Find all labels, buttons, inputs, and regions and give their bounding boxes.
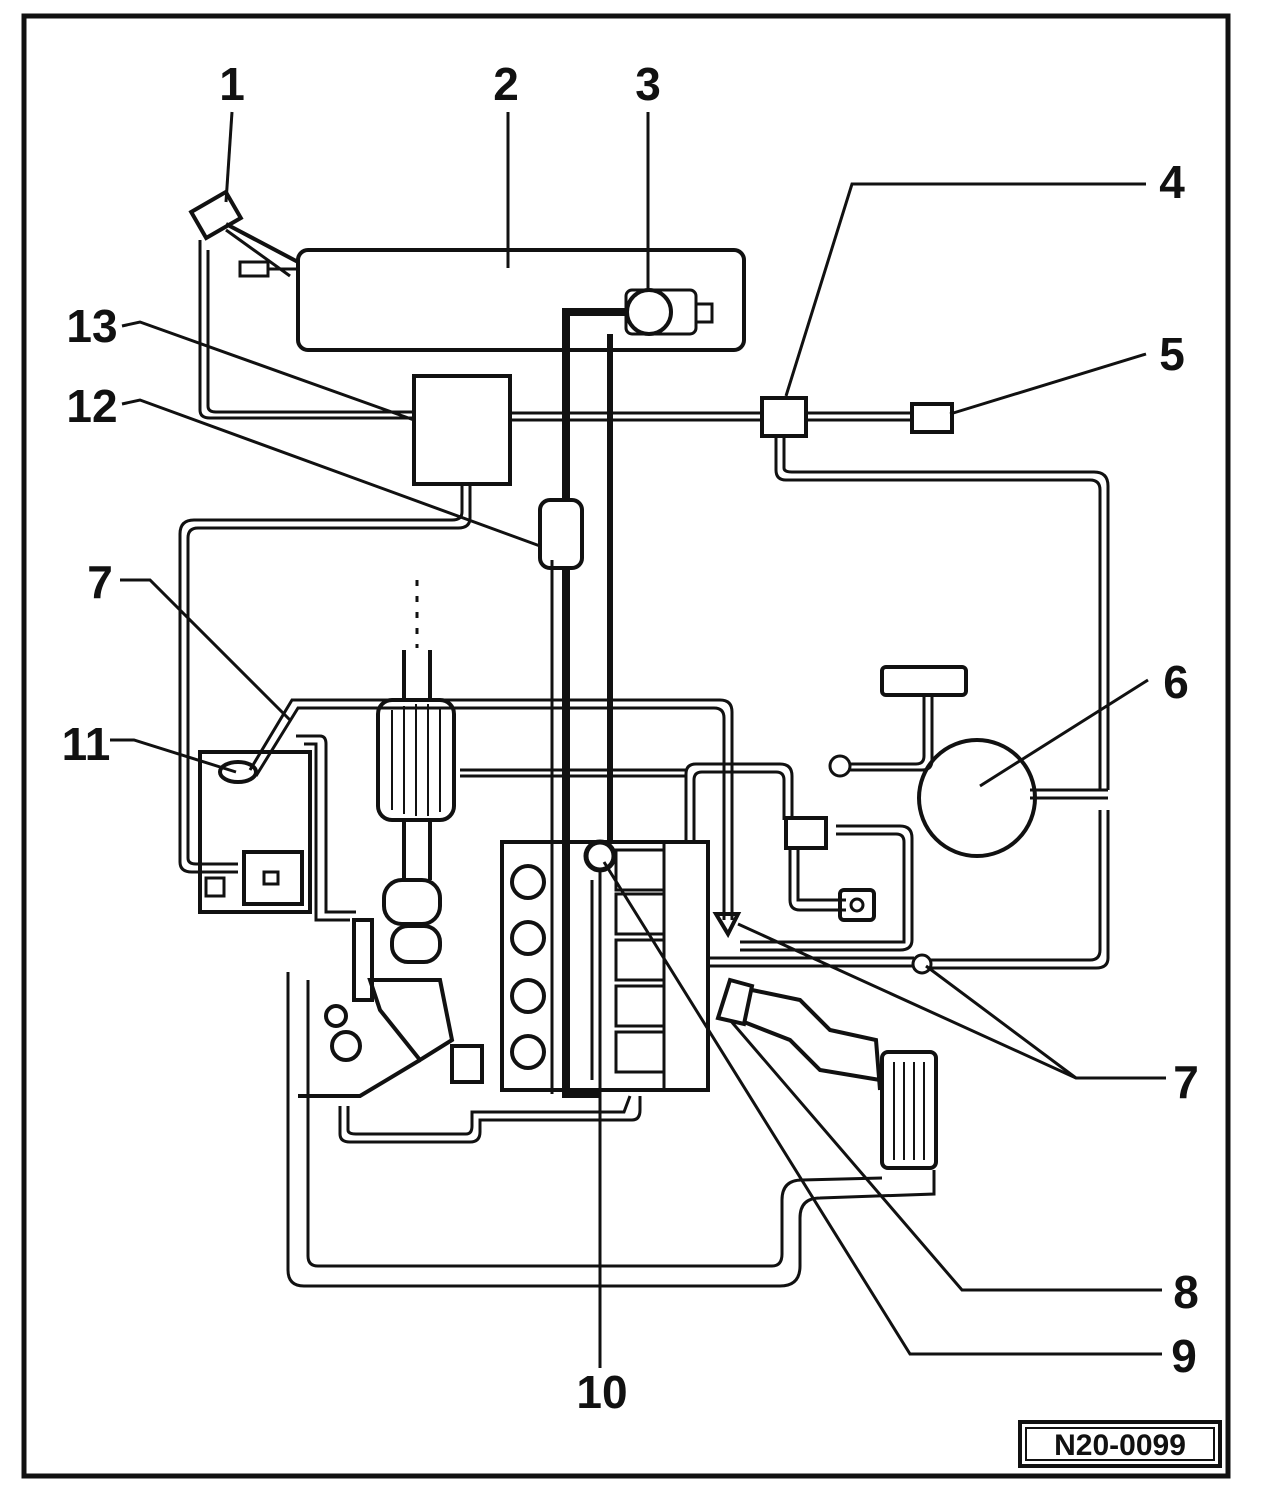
intake-hose-8 <box>715 977 882 1091</box>
callout-2: 2 <box>493 58 519 110</box>
callout-10: 10 <box>576 1366 627 1418</box>
callout-12: 12 <box>66 380 117 432</box>
control-unit-13 <box>412 374 512 486</box>
fitting-7-right-a <box>712 912 742 939</box>
figure-ref: N20-0099 <box>1054 1429 1186 1462</box>
callout-3: 3 <box>635 58 661 110</box>
cylinders <box>510 864 546 1070</box>
callout-9: 9 <box>1171 1330 1197 1382</box>
fuel-lines-10 <box>550 308 626 1098</box>
callout-11: 11 <box>62 718 111 770</box>
callout-4: 4 <box>1159 156 1185 208</box>
reservoir-2 <box>296 248 746 352</box>
callout-8: 8 <box>1173 1266 1199 1318</box>
air-cleaner <box>376 698 456 822</box>
pump-3-body <box>624 288 698 336</box>
callout-7-left: 7 <box>87 556 113 608</box>
figure-ref-box <box>1018 1420 1222 1468</box>
leader-lines <box>110 111 1166 1368</box>
hose-bottom-loop <box>286 972 936 1288</box>
valve-1 <box>188 189 244 241</box>
throttle-linkage <box>298 1004 484 1098</box>
canister-6-cap <box>880 665 968 697</box>
filter-12 <box>538 498 584 570</box>
intake-runners <box>614 840 710 1092</box>
hose-upper <box>248 698 734 922</box>
throttle-body <box>352 878 455 1063</box>
engine-block <box>500 840 710 1092</box>
callout-5: 5 <box>1159 328 1185 380</box>
hose-regulator <box>684 762 914 968</box>
callout-7-right: 7 <box>1173 1056 1199 1108</box>
callout-6: 6 <box>1163 656 1189 708</box>
hose-4-to-6 <box>774 436 1110 970</box>
valve-11-housing <box>198 750 312 914</box>
intake-pipe <box>402 650 432 880</box>
frame-border <box>21 13 1231 1479</box>
fuel-rail-connector-9 <box>583 839 617 873</box>
air-cleaner-ribs <box>391 704 441 816</box>
fitting-7-right-b <box>911 953 933 975</box>
pump-3 <box>625 288 673 336</box>
air-filter <box>880 1050 938 1170</box>
connector-4 <box>760 396 808 438</box>
callout-1: 1 <box>219 58 245 110</box>
canister-6 <box>917 738 1037 858</box>
vacuum-line-top <box>198 240 912 422</box>
fitting-5 <box>910 402 954 434</box>
valve-11 <box>218 760 258 784</box>
callout-13: 13 <box>66 300 117 352</box>
regulator-valve <box>784 816 828 850</box>
reservoir-inlet-fitting <box>238 260 270 278</box>
